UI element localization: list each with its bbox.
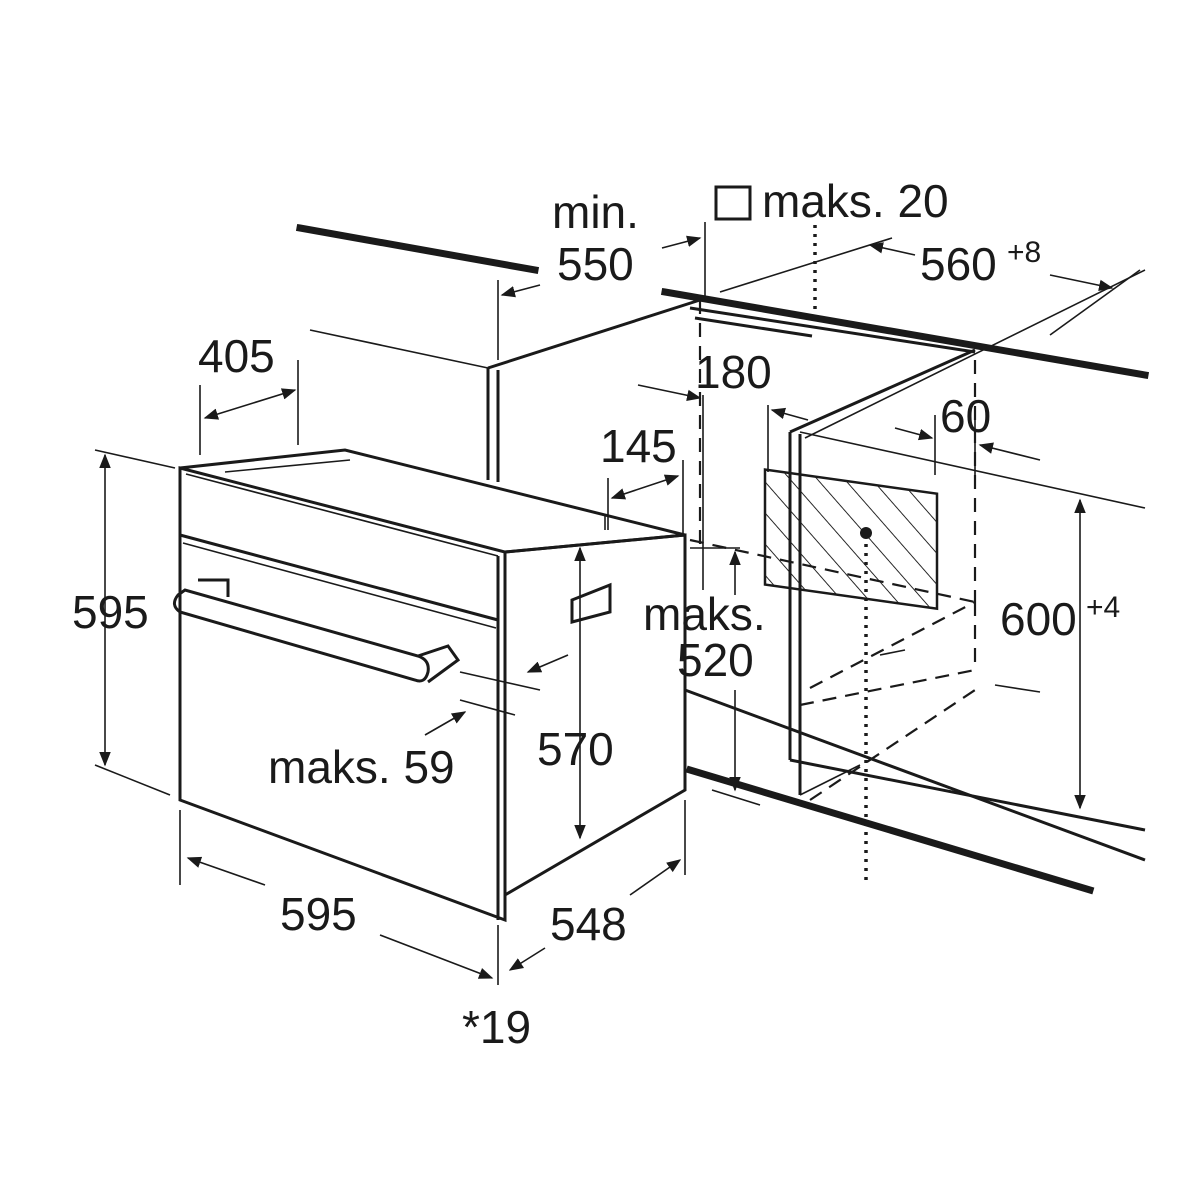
ext-560-right — [1049, 269, 1141, 336]
label-550: 550 — [557, 238, 634, 290]
dim-548-left-arrow — [508, 947, 546, 971]
worktop-rail-lower — [694, 316, 813, 338]
ext-520-bottom — [711, 789, 761, 806]
dim-548-right-arrow — [629, 859, 682, 896]
dim-60-left-arrow — [894, 427, 934, 441]
niche-floor-tick — [994, 684, 1041, 693]
oven-top-lip — [224, 459, 351, 473]
cabinet-left-back — [309, 329, 489, 369]
niche-dashed-diag — [809, 601, 976, 689]
niche-dashed-floor — [809, 689, 976, 801]
vent-centre-dot — [860, 527, 872, 539]
label-595-width: 595 — [280, 888, 357, 940]
dim-595w-left-arrow — [186, 856, 266, 886]
dim-560-right-arrow — [1049, 274, 1114, 291]
oven-front — [178, 466, 507, 923]
dimension-labels: maks. 20 min. 550 560 +8 405 180 145 60 … — [72, 175, 1120, 1053]
oven-front-top-inner — [185, 473, 499, 557]
dim-59-top-arrow — [526, 654, 569, 673]
control-strip-bottom-inner — [182, 542, 497, 629]
ventilation-hatch — [763, 468, 939, 611]
label-600: 600 — [1000, 593, 1077, 645]
ext-595h-bottom — [94, 764, 171, 796]
label-max-20: maks. 20 — [762, 175, 949, 227]
oven-side — [504, 533, 687, 897]
square-section-icon — [714, 185, 752, 221]
niche-center-mark — [879, 649, 906, 656]
ext-560-left — [719, 237, 893, 293]
worktop-left-edge — [295, 223, 540, 275]
ext-59-bottom — [459, 699, 516, 716]
side-bracket — [570, 582, 612, 624]
label-min: min. — [552, 186, 639, 238]
dim-59-bottom-arrow — [424, 711, 467, 736]
cabinet-right-top — [789, 348, 976, 434]
control-strip-bottom — [179, 533, 499, 622]
worktop-front-rail — [689, 306, 976, 354]
ext-59-top — [459, 671, 541, 691]
label-600-tolerance: +4 — [1086, 591, 1120, 624]
cabinet-right-inner-top — [799, 431, 1146, 509]
dim-405-line — [203, 388, 297, 420]
label-max-59: maks. 59 — [268, 741, 455, 793]
label-595-height: 595 — [72, 586, 149, 638]
dim-560-left-arrow — [868, 242, 916, 256]
oven-top-rear — [344, 449, 606, 530]
dim-550-left-arrow — [500, 284, 541, 298]
ext-595h-top — [94, 449, 176, 469]
label-560-tolerance: +8 — [1007, 236, 1041, 269]
label-145: 145 — [600, 420, 677, 472]
handle-left-mount — [198, 578, 230, 597]
label-548: 548 — [550, 898, 627, 950]
base-shelf-front — [685, 765, 1095, 895]
base-shelf-rear — [789, 758, 1146, 832]
label-570: 570 — [537, 723, 614, 775]
label-560: 560 — [920, 238, 997, 290]
dim-180-left-arrow — [637, 384, 702, 401]
label-max: maks. — [643, 588, 766, 640]
oven-handle — [173, 588, 430, 683]
label-note-19: *19 — [462, 1001, 531, 1053]
niche-dashed-bottom — [799, 668, 976, 707]
label-60: 60 — [940, 390, 991, 442]
handle-right-mount — [417, 644, 461, 684]
base-shelf-corner — [799, 764, 861, 796]
cabinet-niche — [295, 223, 1150, 895]
label-520: 520 — [677, 634, 754, 686]
dim-145-line — [610, 474, 680, 500]
cabinet-left-top — [487, 298, 701, 370]
label-180: 180 — [695, 346, 772, 398]
dim-550-right-arrow — [661, 235, 702, 249]
oven — [173, 448, 687, 923]
label-405: 405 — [198, 330, 275, 382]
cabinet-back-diagonal — [804, 269, 1146, 439]
dimension-lines — [94, 222, 1141, 985]
dim-595w-right-arrow — [379, 934, 494, 979]
worktop-right-edge — [660, 287, 1150, 380]
dim-180-right-arrow — [770, 407, 809, 421]
dim-60-right-arrow — [978, 442, 1041, 461]
base-shelf-line — [684, 688, 1146, 862]
